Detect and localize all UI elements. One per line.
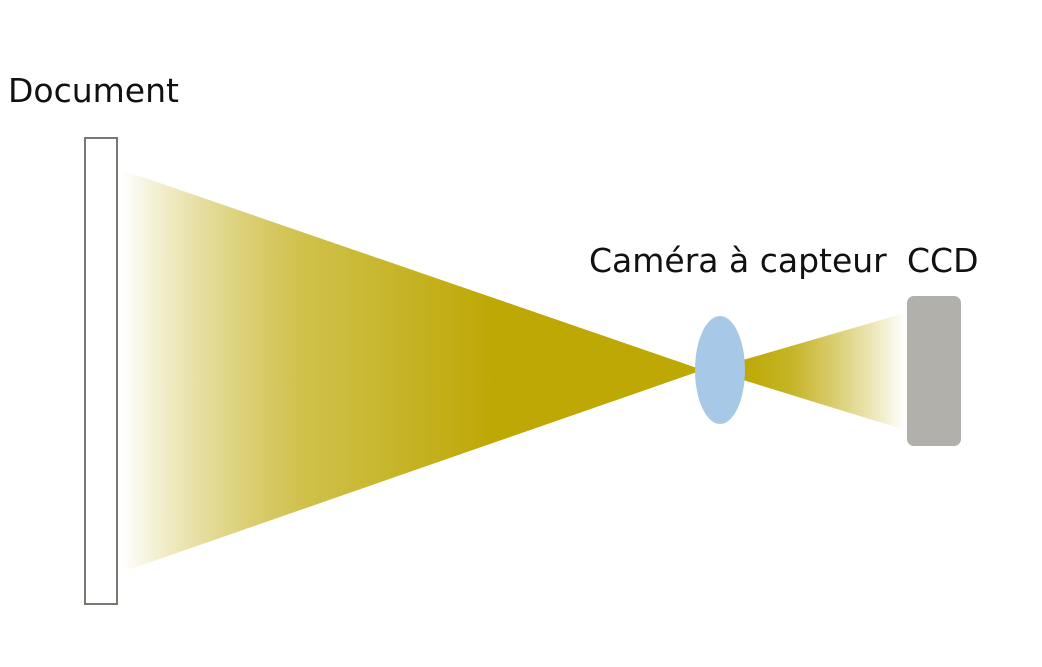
document-icon xyxy=(84,137,118,605)
ccd-label: CCD xyxy=(907,241,979,280)
document-label: Document xyxy=(8,71,179,110)
ccd-sensor-icon xyxy=(907,296,961,446)
camera-label: Caméra à capteur xyxy=(589,241,887,280)
lens-icon xyxy=(695,316,745,424)
light-beam-document-to-lens xyxy=(122,170,697,572)
light-beam-lens-to-sensor xyxy=(743,313,905,430)
